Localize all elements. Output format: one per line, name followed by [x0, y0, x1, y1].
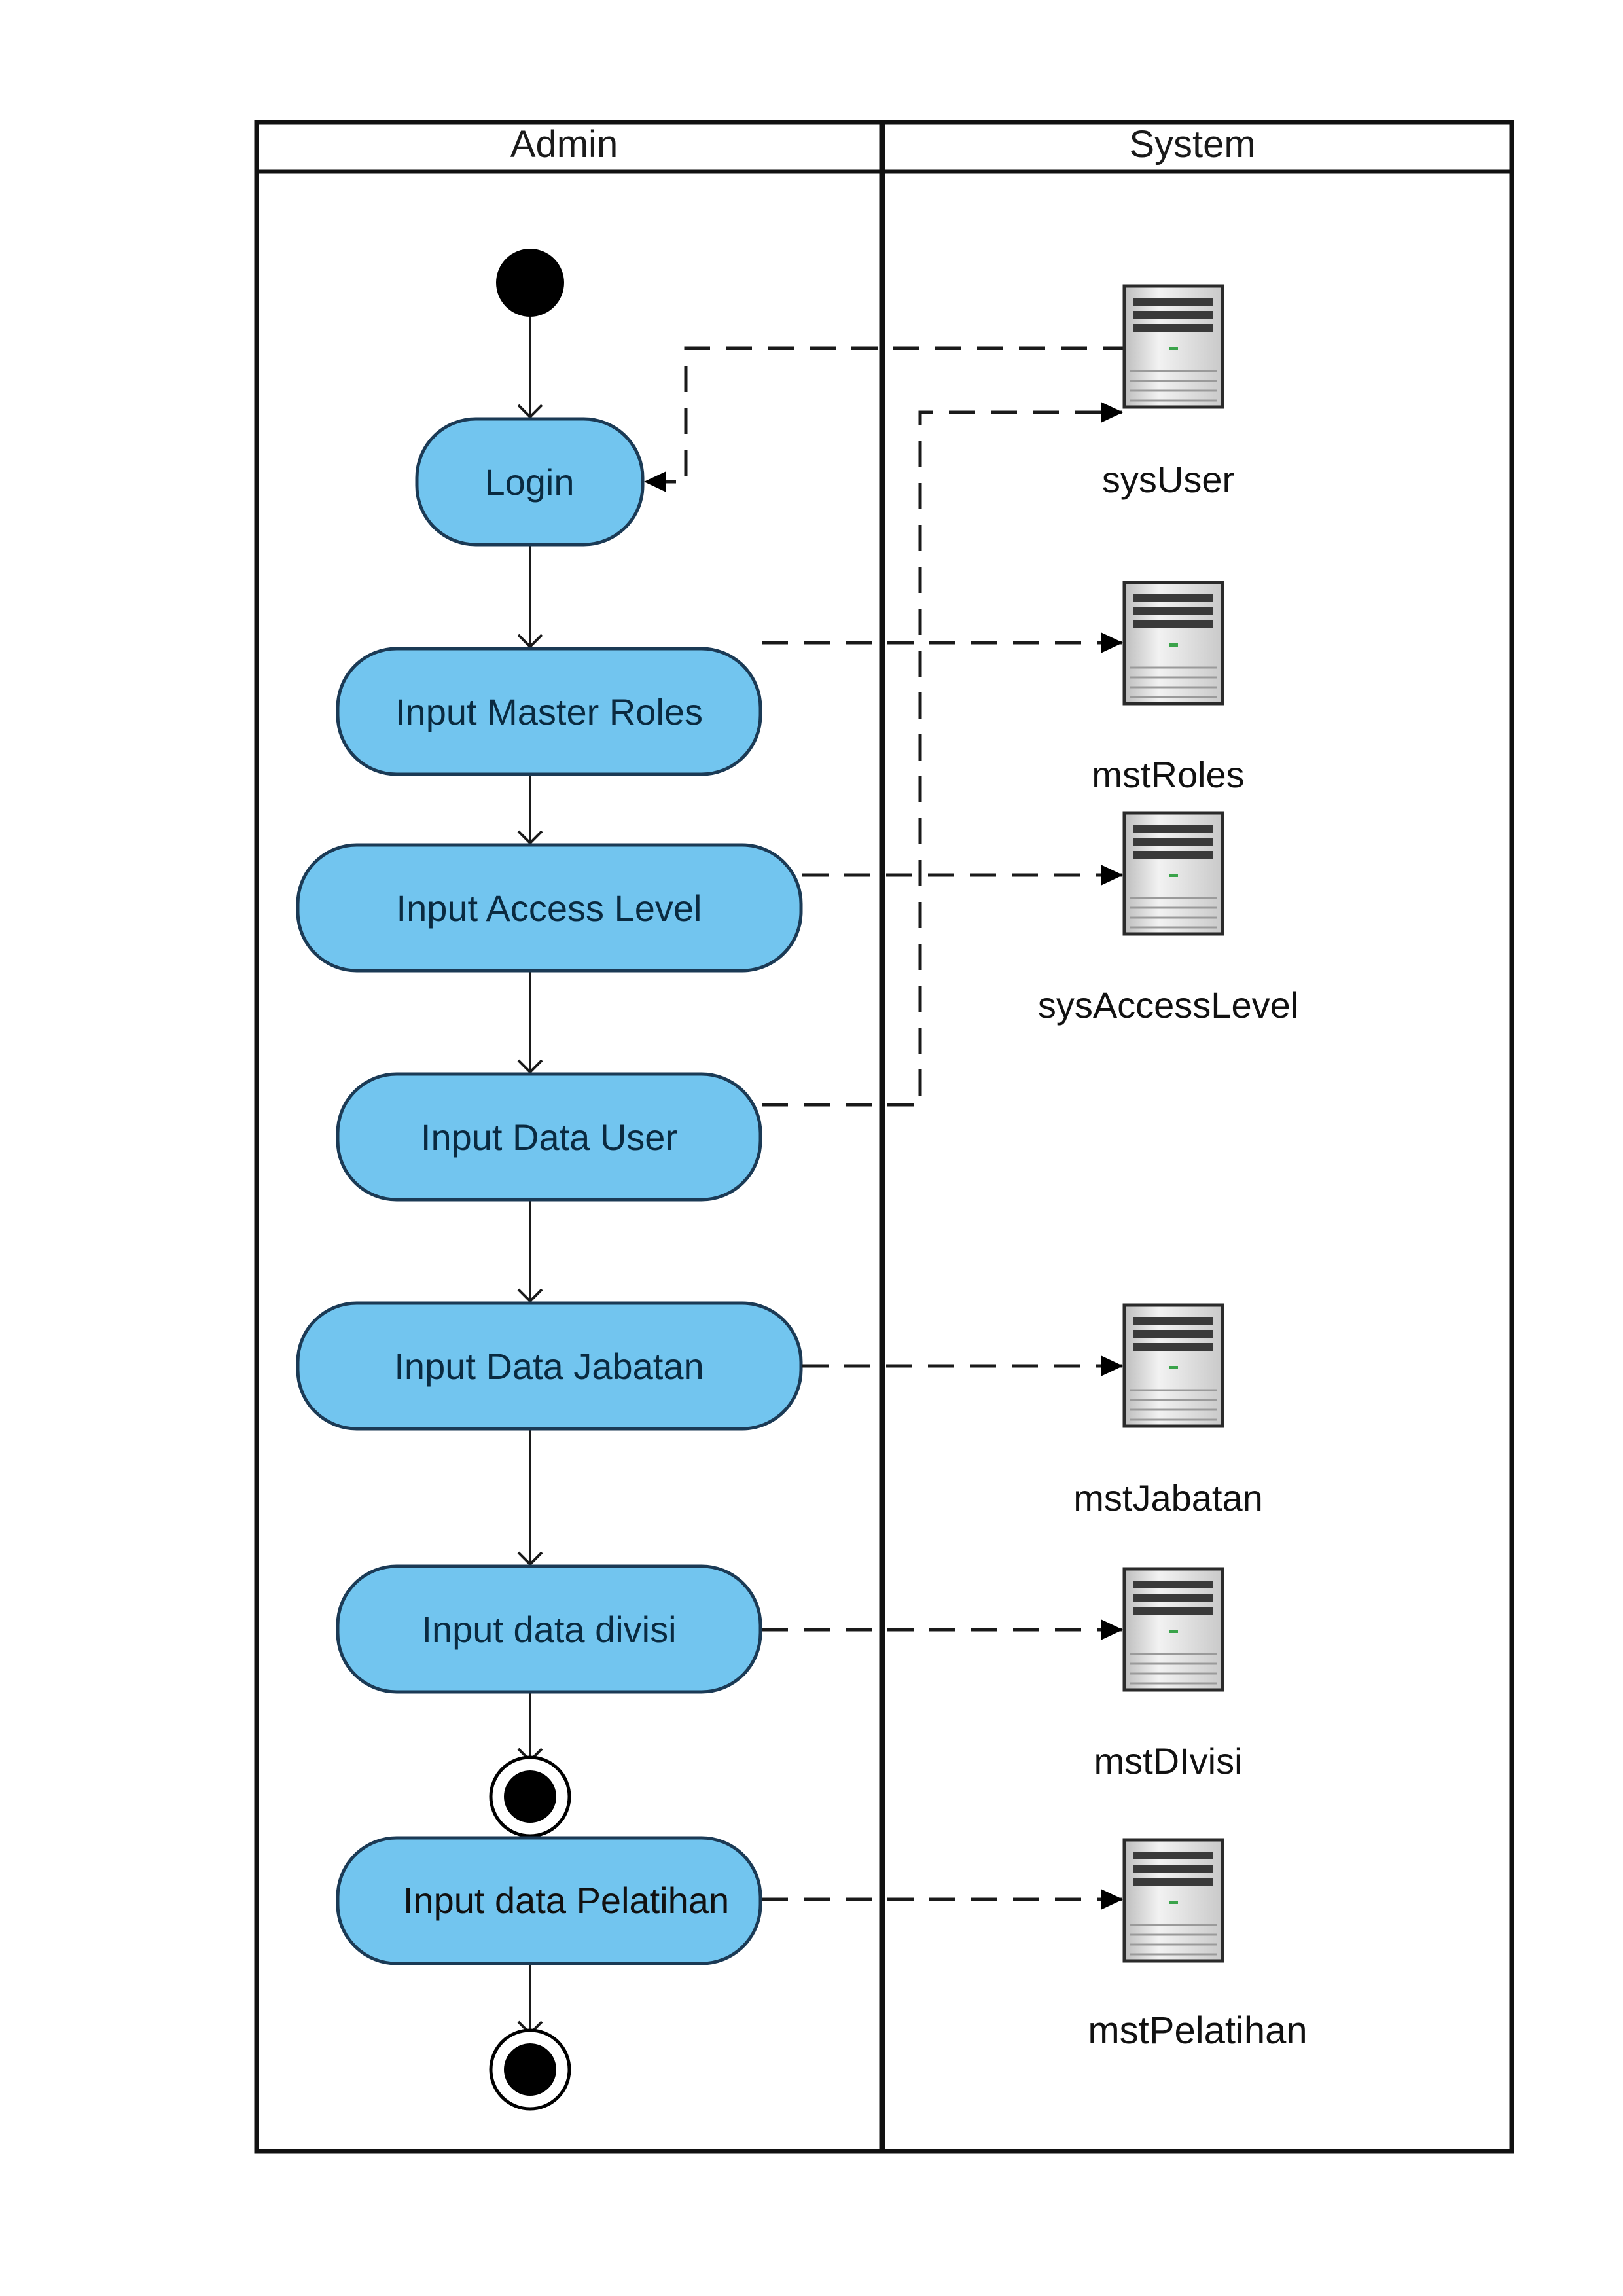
datastore-sysaccesslevel: sysAccessLevel [1038, 813, 1298, 1026]
datastore-mstjabatan: mstJabatan [1073, 1305, 1263, 1518]
initial-node-icon [496, 249, 564, 317]
activity-input-master-roles[interactable]: Input Master Roles [336, 647, 762, 776]
activity-login[interactable]: Login [415, 417, 645, 547]
datastore-sysuser: sysUser [1102, 286, 1234, 500]
server-icon [1124, 813, 1222, 934]
server-icon [1124, 1305, 1222, 1426]
activity-input-data-jabatan[interactable]: Input Data Jabatan [296, 1301, 803, 1431]
activity-label: Login [484, 461, 574, 503]
datastore-label: mstPelatihan [1088, 2009, 1307, 2052]
lane-title-admin: Admin [510, 123, 618, 166]
final-node-icon [489, 2028, 571, 2111]
datastore-label: sysUser [1102, 459, 1234, 500]
final-node-icon [489, 1755, 571, 1838]
flow-sysuser-to-login [644, 346, 1129, 492]
activity-input-data-pelatihan[interactable]: Input data Pelatihan [336, 1836, 762, 1965]
server-icon [1124, 1840, 1222, 1961]
server-icon [1124, 286, 1222, 407]
datastore-label: sysAccessLevel [1038, 984, 1298, 1026]
object-flows [644, 346, 1129, 1910]
flow-user-to-sysuser [762, 402, 1123, 1107]
datastore-mstpelatihan: mstPelatihan [1088, 1840, 1308, 2052]
activity-label: Input data divisi [421, 1609, 676, 1650]
activity-label: Input Master Roles [395, 691, 703, 732]
datastore-label: mstDIvisi [1094, 1740, 1242, 1782]
datastore-label: mstJabatan [1073, 1477, 1263, 1518]
activity-label: Input Data Jabatan [394, 1346, 704, 1387]
datastore-label: mstRoles [1092, 754, 1244, 795]
datastore-mstroles: mstRoles [1092, 583, 1245, 795]
activity-input-data-divisi[interactable]: Input data divisi [336, 1564, 762, 1694]
server-icon [1124, 1569, 1222, 1690]
activity-input-access-level[interactable]: Input Access Level [296, 843, 803, 973]
activity-label: Input Access Level [397, 888, 702, 929]
activity-input-data-user[interactable]: Input Data User [336, 1072, 762, 1202]
lane-title-system: System [1129, 123, 1255, 166]
server-icon [1124, 583, 1222, 704]
activity-label: Input data Pelatihan [403, 1880, 729, 1921]
activity-label: Input Data User [421, 1117, 677, 1158]
datastore-mstdivisi: mstDIvisi [1094, 1569, 1243, 1782]
